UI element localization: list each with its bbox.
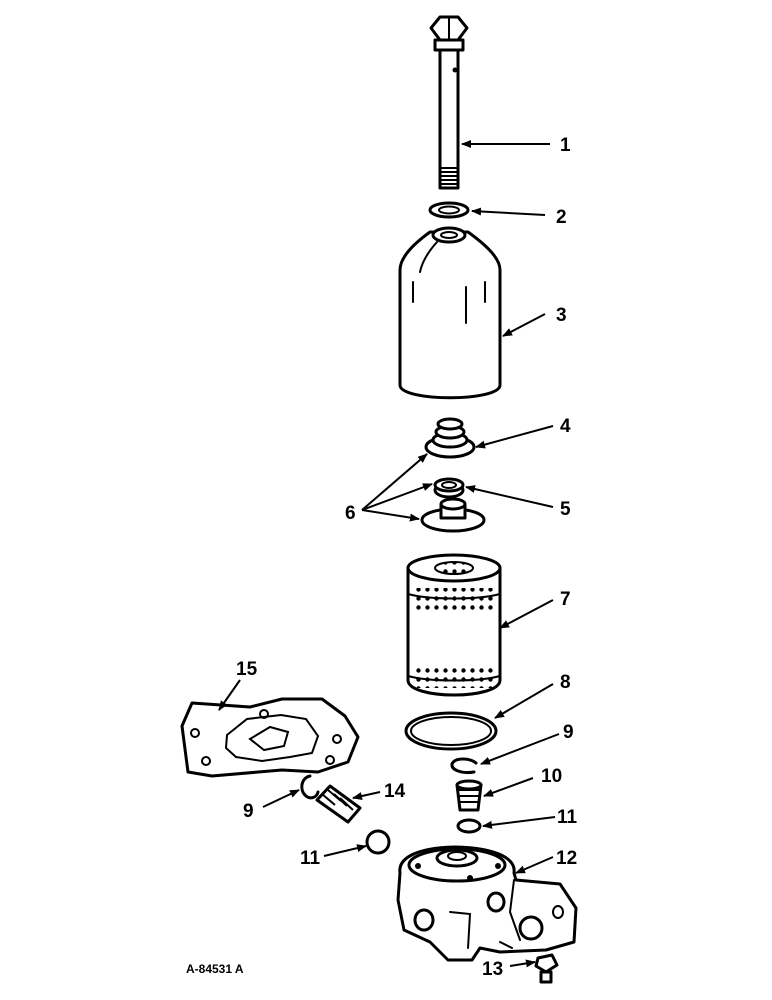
seal (433, 477, 465, 499)
valve-spring (455, 779, 483, 812)
callout-2: 2 (556, 207, 567, 228)
callout-3: 3 (556, 305, 567, 326)
callout-7: 7 (560, 589, 571, 610)
bypass-spring (315, 784, 362, 824)
callout-5: 5 (560, 499, 571, 520)
callout-11-left: 11 (300, 848, 321, 869)
drawing-code: A-84531 A (186, 962, 244, 976)
leader-lines (218, 140, 560, 968)
callout-9: 9 (563, 722, 574, 743)
snap-ring-left (300, 774, 320, 800)
mounting-gasket (180, 697, 360, 778)
callout-6: 6 (345, 503, 356, 524)
filter-element (406, 553, 502, 697)
center-bolt (429, 15, 469, 190)
callout-4: 4 (560, 416, 571, 437)
callout-14: 14 (384, 781, 406, 802)
snap-ring (450, 757, 478, 774)
callout-10: 10 (541, 766, 562, 787)
filter-shell (398, 226, 502, 400)
callout-13: 13 (482, 959, 503, 980)
spring-assembly (424, 417, 476, 459)
callout-1: 1 (560, 135, 571, 156)
callout-15: 15 (236, 659, 258, 680)
callout-labels: 1 2 3 4 5 6 7 8 9 10 11 12 13 14 11 9 15… (186, 135, 578, 980)
ball (365, 829, 391, 855)
filter-base (396, 845, 578, 962)
callout-9-left: 9 (243, 801, 254, 822)
retainer-plate (420, 497, 486, 533)
washer (428, 201, 470, 219)
callout-11: 11 (557, 807, 578, 828)
valve-disc (456, 818, 482, 834)
drain-plug (534, 953, 559, 984)
gasket-ring (404, 711, 498, 751)
callout-8: 8 (560, 672, 571, 693)
callout-12: 12 (556, 848, 577, 869)
